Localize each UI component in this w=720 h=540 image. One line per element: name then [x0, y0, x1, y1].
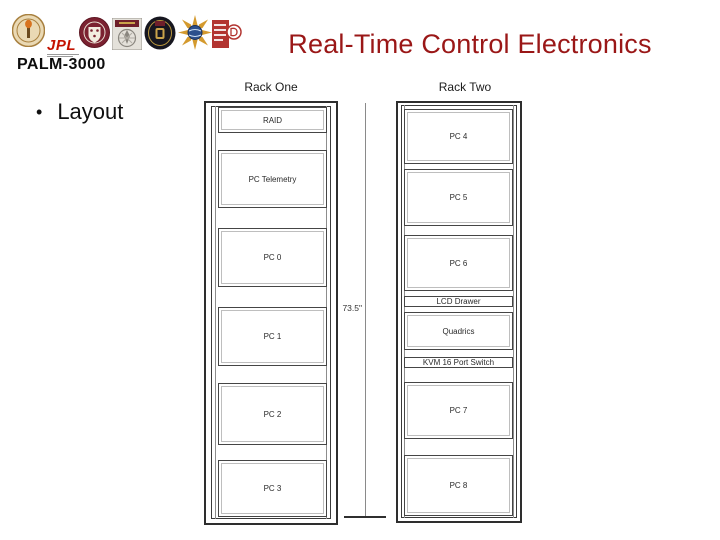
- maroon-crest-seal-icon: [79, 17, 110, 53]
- rack-two-inner-frame: [401, 105, 517, 518]
- unit-label: Quadrics: [442, 326, 475, 336]
- bullet-item-layout: • Layout: [36, 99, 123, 125]
- rack-unit-pc8: PC 8: [404, 455, 513, 516]
- unit-label: PC 0: [263, 253, 282, 262]
- rack-unit-lcd-drawer: LCD Drawer: [404, 296, 513, 307]
- unit-label: KVM 16 Port Switch: [422, 358, 495, 367]
- jpl-wordmark-icon: JPL: [47, 38, 81, 60]
- slide-title: Real-Time Control Electronics: [288, 29, 652, 59]
- rack-unit-pc4: PC 4: [404, 109, 513, 164]
- dimension-label: 73.5": [342, 303, 362, 313]
- jpl-logo-text: JPL: [47, 37, 77, 54]
- red-square-wordmark-icon: [212, 20, 242, 53]
- unit-label: PC 1: [263, 332, 282, 341]
- unit-label: PC 7: [449, 406, 468, 415]
- rack-two-label: Rack Two: [438, 80, 492, 94]
- unit-label: PC 4: [449, 132, 468, 141]
- unit-label: PC 6: [449, 258, 468, 268]
- gold-starburst-globe-icon: [178, 15, 212, 55]
- rack-unit-pc5: PC 5: [404, 169, 513, 226]
- rack-unit-pc2: PC 2: [218, 383, 327, 445]
- unit-label: PC Telemetry: [248, 174, 297, 184]
- unit-label: PC 3: [263, 484, 282, 493]
- caltech-torch-seal-icon: [11, 13, 46, 52]
- rack-unit-pc-telemetry: PC Telemetry: [218, 150, 327, 208]
- rack-unit-pc6: PC 6: [404, 235, 513, 291]
- dimension-end-tick: [344, 516, 386, 518]
- unit-label: RAID: [262, 115, 283, 125]
- rack-unit-raid: RAID: [218, 107, 327, 133]
- rack-unit-kvm-switch: KVM 16 Port Switch: [404, 357, 513, 368]
- rack-unit-pc3: PC 3: [218, 460, 327, 517]
- unit-label: PC 8: [449, 481, 468, 490]
- rack-unit-pc0: PC 0: [218, 228, 327, 287]
- unit-label: PC 5: [449, 193, 468, 202]
- rack-one-inner-frame: [211, 106, 331, 519]
- unit-label: LCD Drawer: [436, 297, 481, 306]
- rack-unit-quadrics: Quadrics: [404, 312, 513, 350]
- unit-label: PC 2: [263, 409, 282, 419]
- rack-unit-pc1: PC 1: [218, 307, 327, 366]
- bullet-glyph: •: [36, 102, 43, 122]
- ornate-square-seal-icon: [111, 17, 143, 55]
- dimension-line: [365, 103, 366, 517]
- rack-two-rails: [404, 105, 514, 518]
- logo-row: JPL: [10, 13, 242, 57]
- rack-one-label: Rack One: [244, 80, 298, 94]
- jpl-logo-subtext: [47, 54, 81, 57]
- bullet-text: Layout: [57, 99, 124, 124]
- dark-round-seal-icon: [144, 16, 176, 55]
- project-label: PALM-3000: [17, 56, 106, 73]
- rack-unit-pc7: PC 7: [404, 382, 513, 439]
